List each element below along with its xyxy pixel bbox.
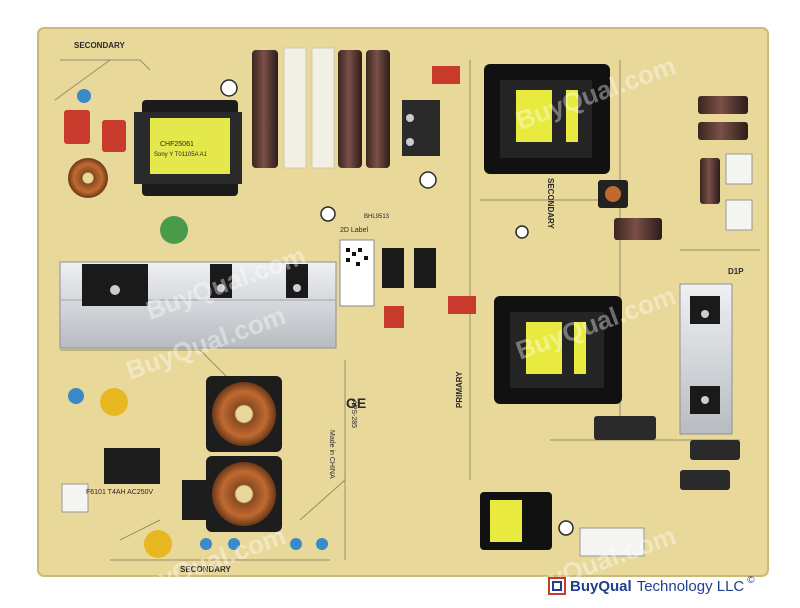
label-ic: BHL9513 [364,214,390,220]
brand-footer: BuyQual Technology LLC © [548,570,798,602]
blue-varistors [68,89,328,550]
label-secondary-top: SECONDARY [74,41,125,50]
heatsink-right [679,283,733,435]
brand-name: BuyQual [570,577,632,595]
main-transformer-middle [494,296,622,404]
electrolytic-capacitors-tall [252,50,390,168]
transformer-bottom [480,492,552,550]
film-capacitors-red [64,110,126,152]
brand-suffix: Technology LLC [636,577,745,595]
red-components [384,66,476,328]
connectors [61,153,753,557]
label-relay-1: VCJ [598,426,609,432]
label-primary: PRIMARY [455,371,464,408]
label-fuse-rating: F6101 T4AH AC250V [86,489,154,496]
heatsink-left [59,261,337,349]
electrolytic-capacitors-small [594,96,748,490]
label-board-code: APS-285 [350,400,357,428]
transformer-label-line1: CHF25061 [160,141,194,148]
common-mode-chokes [206,376,282,532]
label-ge: GE [346,395,366,411]
label-d1p: D1P [728,267,744,276]
brand-copyright: © [747,574,755,586]
yellow-capacitors [100,388,172,558]
green-capacitor [160,216,188,244]
label-2d: 2D Label [340,227,368,234]
transformer-label-line2: Sony Y T01105A A1 [154,152,208,158]
label-secondary-bottom: SECONDARY [180,565,231,574]
toroid-inductor-small [68,158,108,198]
plastic-spacers [283,47,335,169]
main-transformer-top [484,64,610,174]
mosfets-center [382,100,440,288]
small-transformer: CHF25061 Sony Y T01105A A1 [134,100,242,196]
label-made-in: Made in CHINA [328,430,335,479]
label-relay-2: VCJ [692,448,703,454]
brand-logo-icon [548,577,566,595]
label-sticker [339,239,375,307]
label-secondary-right: SECONDARY [546,178,555,229]
relay-black [104,448,206,520]
